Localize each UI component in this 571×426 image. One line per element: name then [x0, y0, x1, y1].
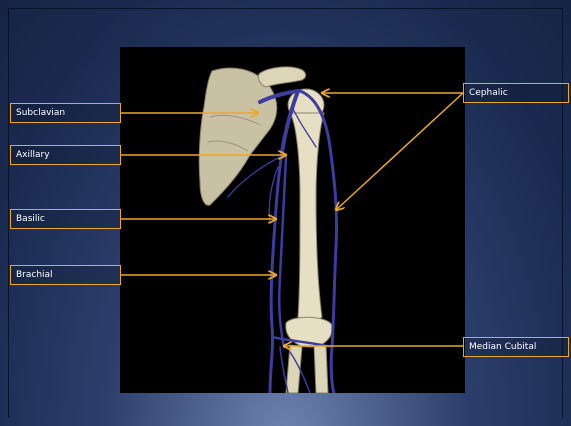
- label-subclavian: Subclavian: [10, 103, 121, 123]
- label-cephalic: Cephalic: [463, 83, 569, 103]
- label-brachial: Brachial: [10, 265, 121, 285]
- label-basilic: Basilic: [10, 209, 121, 229]
- label-axillary: Axillary: [10, 145, 121, 165]
- cephalic-pointer-lower: [336, 93, 463, 210]
- label-median-cubital: Median Cubital: [463, 337, 569, 357]
